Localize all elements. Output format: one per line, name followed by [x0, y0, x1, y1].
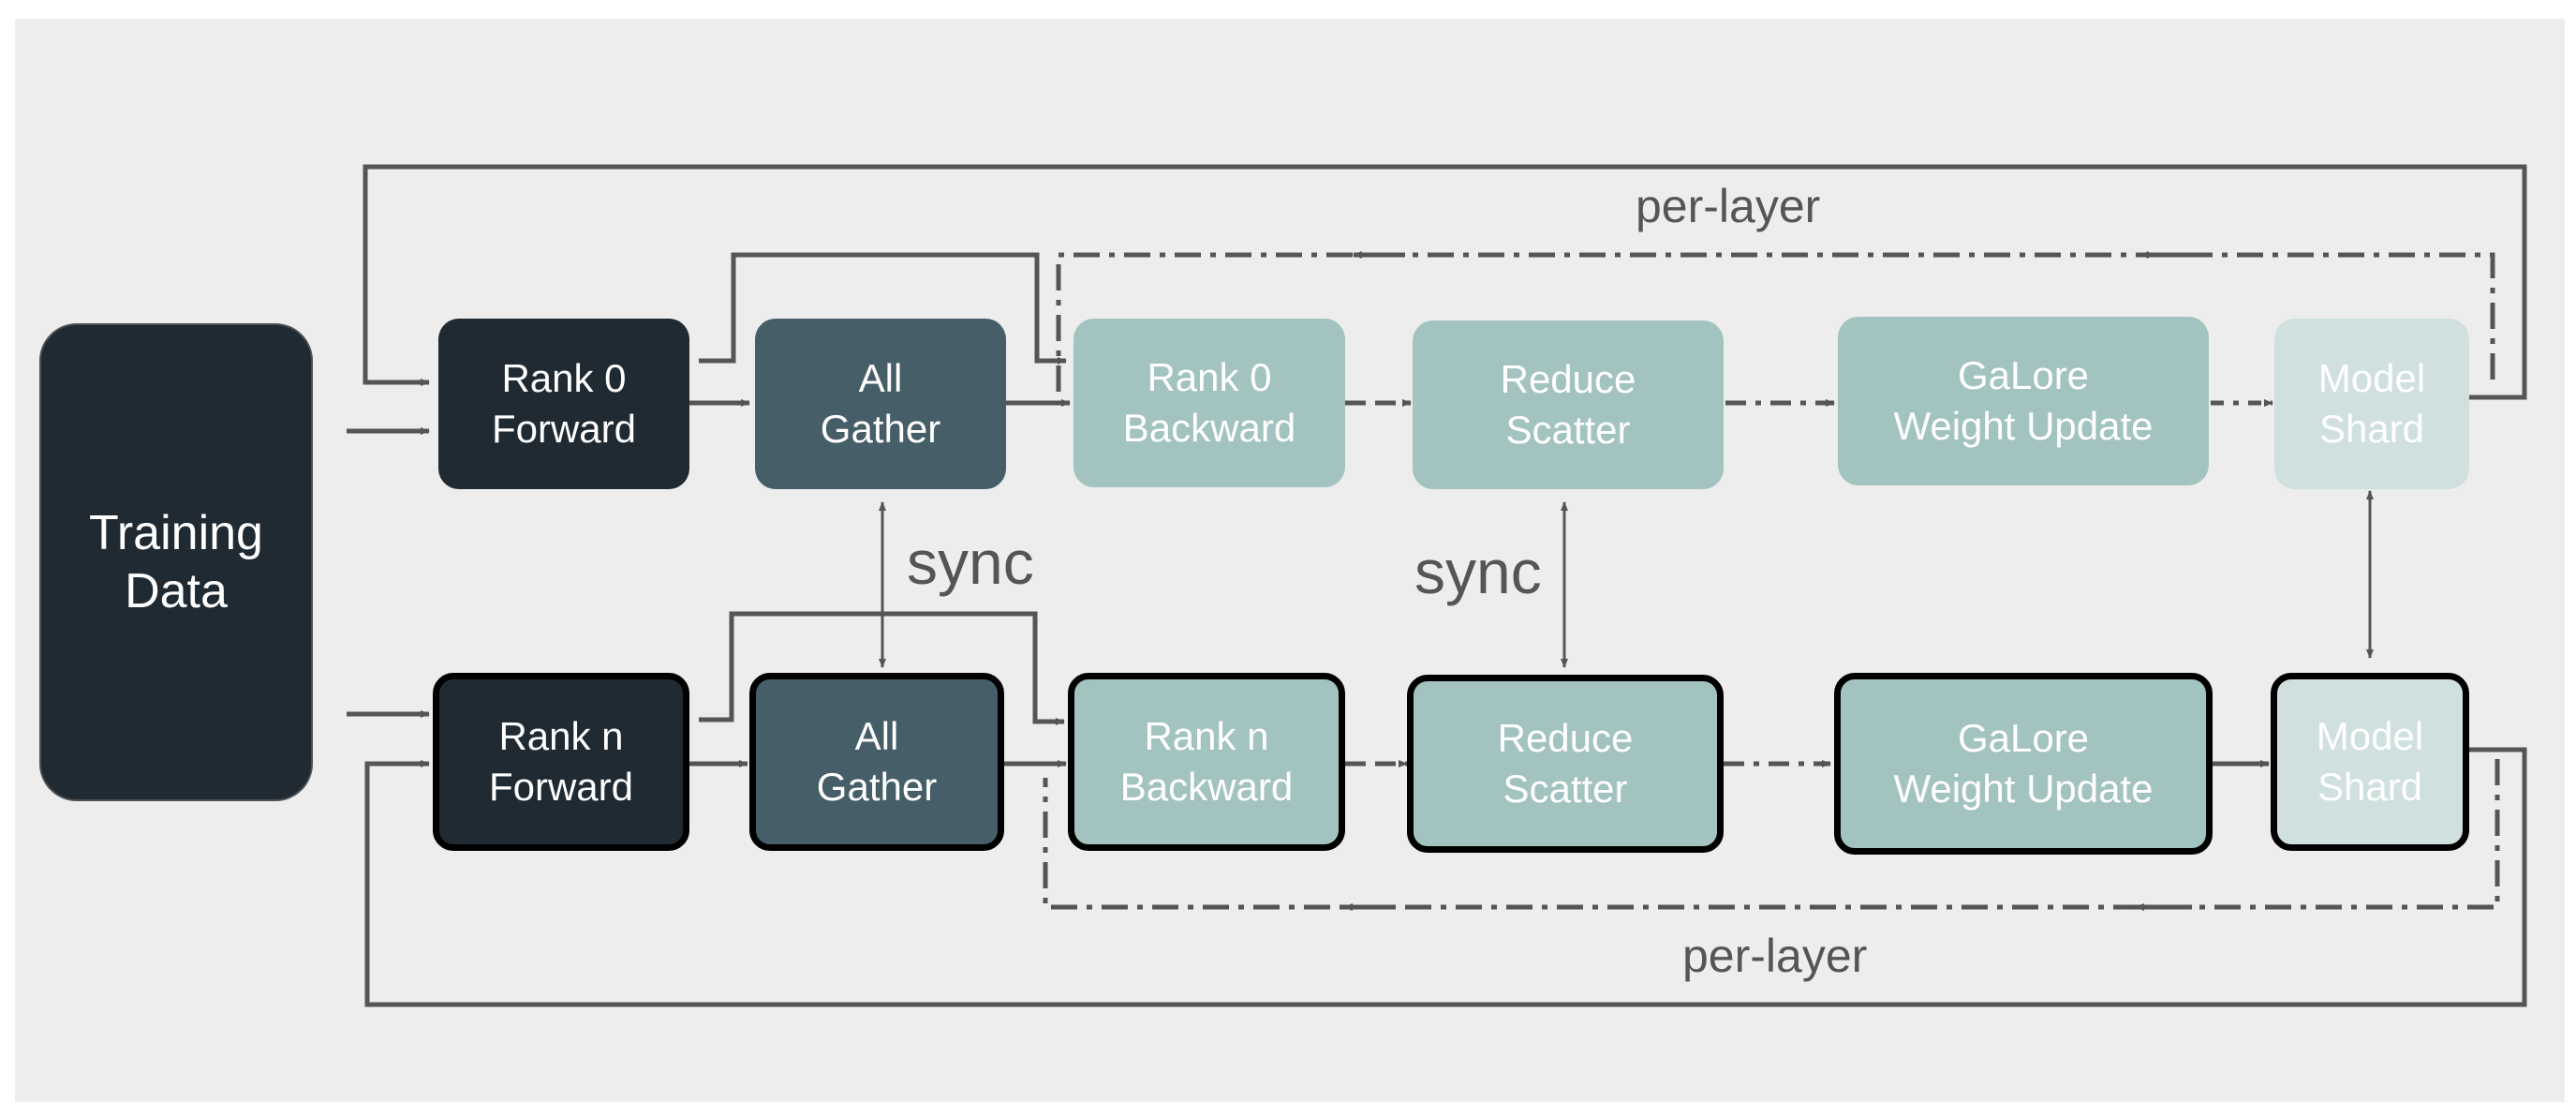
rankn-backward-box: Rank n Backward: [1068, 673, 1345, 851]
diagram-background: [15, 19, 2565, 1102]
top-per-layer-loop: [1056, 252, 2495, 403]
rank0-forward-box: Rank 0 Forward: [438, 319, 689, 489]
bottom-all-gather-label: All Gather: [816, 714, 938, 809]
rank0-forward-label: Rank 0 Forward: [491, 356, 637, 451]
top-reduce-scatter-box: Reduce Scatter: [1413, 320, 1724, 489]
top-model-shard-box: Model Shard: [2274, 319, 2469, 489]
sync-label-gather: sync: [907, 528, 1034, 597]
top-reduce-scatter-label: Reduce Scatter: [1500, 357, 1636, 452]
rankn-forward-label: Rank n Forward: [488, 714, 634, 809]
bottom-per-layer-loop: [1043, 759, 2500, 910]
top-all-gather-label: All Gather: [820, 356, 941, 451]
rank0-backward-label: Rank 0 Backward: [1122, 355, 1296, 450]
per-layer-label-top: per-layer: [1636, 180, 1821, 232]
top-galore-weight-update-label: GaLore Weight Update: [1893, 353, 2154, 448]
bottom-model-shard-box: Model Shard: [2271, 673, 2469, 851]
training-data-box: Training Data: [39, 323, 313, 801]
rank0-backward-box: Rank 0 Backward: [1073, 319, 1345, 487]
bottom-reduce-scatter-box: Reduce Scatter: [1407, 675, 1724, 853]
rankn-forward-box: Rank n Forward: [433, 673, 689, 851]
bottom-model-shard-label: Model Shard: [2316, 714, 2424, 809]
bottom-galore-weight-update-box: GaLore Weight Update: [1834, 673, 2213, 855]
bottom-galore-weight-update-label: GaLore Weight Update: [1893, 716, 2154, 811]
rankn-backward-label: Rank n Backward: [1119, 714, 1294, 809]
per-layer-label-bottom: per-layer: [1682, 930, 1868, 982]
training-data-label: Training Data: [89, 506, 263, 618]
sync-label-scatter: sync: [1414, 537, 1542, 606]
top-model-shard-label: Model Shard: [2317, 356, 2426, 451]
bottom-all-gather-box: All Gather: [749, 673, 1004, 851]
top-all-gather-box: All Gather: [755, 319, 1006, 489]
bottom-reduce-scatter-label: Reduce Scatter: [1497, 716, 1634, 811]
top-galore-weight-update-box: GaLore Weight Update: [1838, 317, 2209, 485]
